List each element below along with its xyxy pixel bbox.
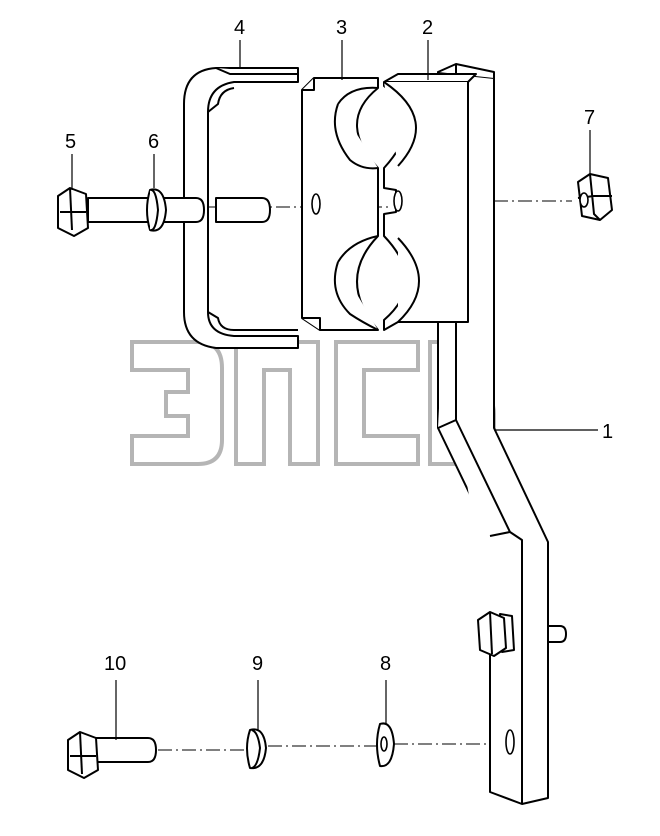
callout-10: 10 — [104, 653, 126, 675]
nut-part-7 — [577, 173, 613, 221]
clamp-block-part-3 — [301, 77, 379, 331]
callout-9: 9 — [252, 653, 263, 675]
washer-part-9 — [246, 728, 267, 770]
callout-8: 8 — [380, 653, 391, 675]
bracket-lower-hole — [505, 729, 515, 755]
bolt-part-5 — [57, 187, 271, 237]
leader-lines — [71, 40, 598, 740]
washer-8-hole — [380, 736, 388, 752]
nut-hole — [579, 192, 589, 208]
callout-5: 5 — [65, 131, 76, 153]
callout-4: 4 — [234, 17, 245, 39]
clamp-block-hole — [311, 193, 321, 215]
callout-1: 1 — [602, 421, 613, 443]
callout-numbers: 4 3 2 5 6 7 1 10 9 8 — [65, 17, 613, 675]
bolt-part-10 — [67, 731, 157, 779]
washer-part-8 — [376, 722, 395, 768]
strap-part-4 — [183, 67, 299, 349]
clamp-half-hole — [393, 190, 403, 212]
callout-6: 6 — [148, 131, 159, 153]
callout-2: 2 — [422, 17, 433, 39]
callout-7: 7 — [584, 107, 595, 129]
washer-part-6 — [146, 188, 167, 232]
callout-3: 3 — [336, 17, 347, 39]
clamp-half-part-2 — [383, 73, 477, 331]
